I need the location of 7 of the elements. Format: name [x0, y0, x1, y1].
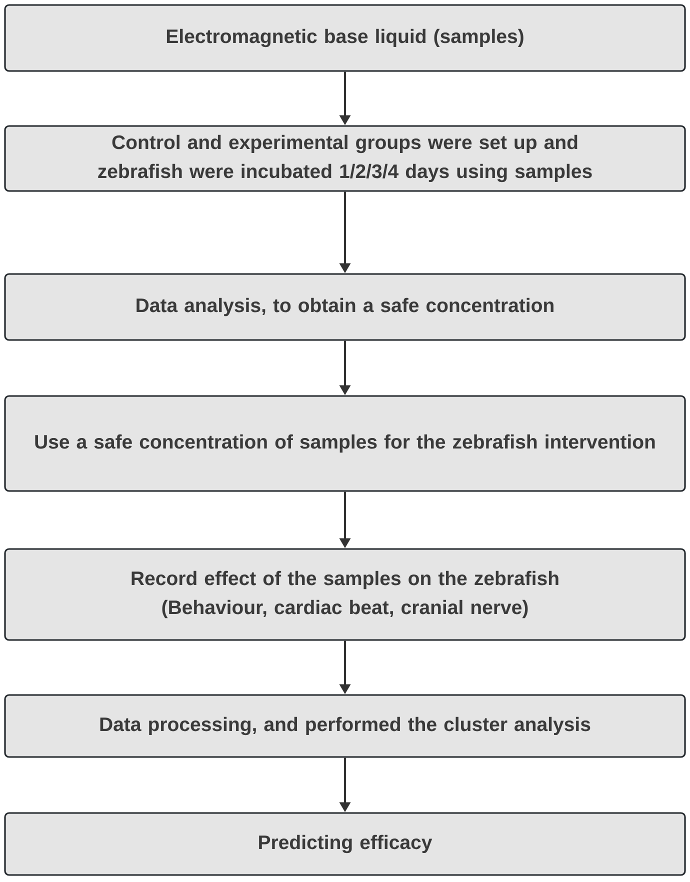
- process-box: Data analysis, to obtain a safe concentration: [4, 273, 686, 341]
- process-box: Control and experimental groups were set up and zebrafish were incubated 1/2/3/4 days using samples: [4, 125, 686, 192]
- process-box: Record effect of the samples on the zebrafish (Behaviour, cardiac beat, cranial nerve): [4, 548, 686, 641]
- process-box: Electromagnetic base liquid (samples): [4, 4, 686, 72]
- process-box: Use a safe concentration of samples for the zebrafish intervention: [4, 395, 686, 492]
- process-box: Data processing, and performed the cluster analysis: [4, 694, 686, 758]
- process-box: Predicting efficacy: [4, 812, 686, 876]
